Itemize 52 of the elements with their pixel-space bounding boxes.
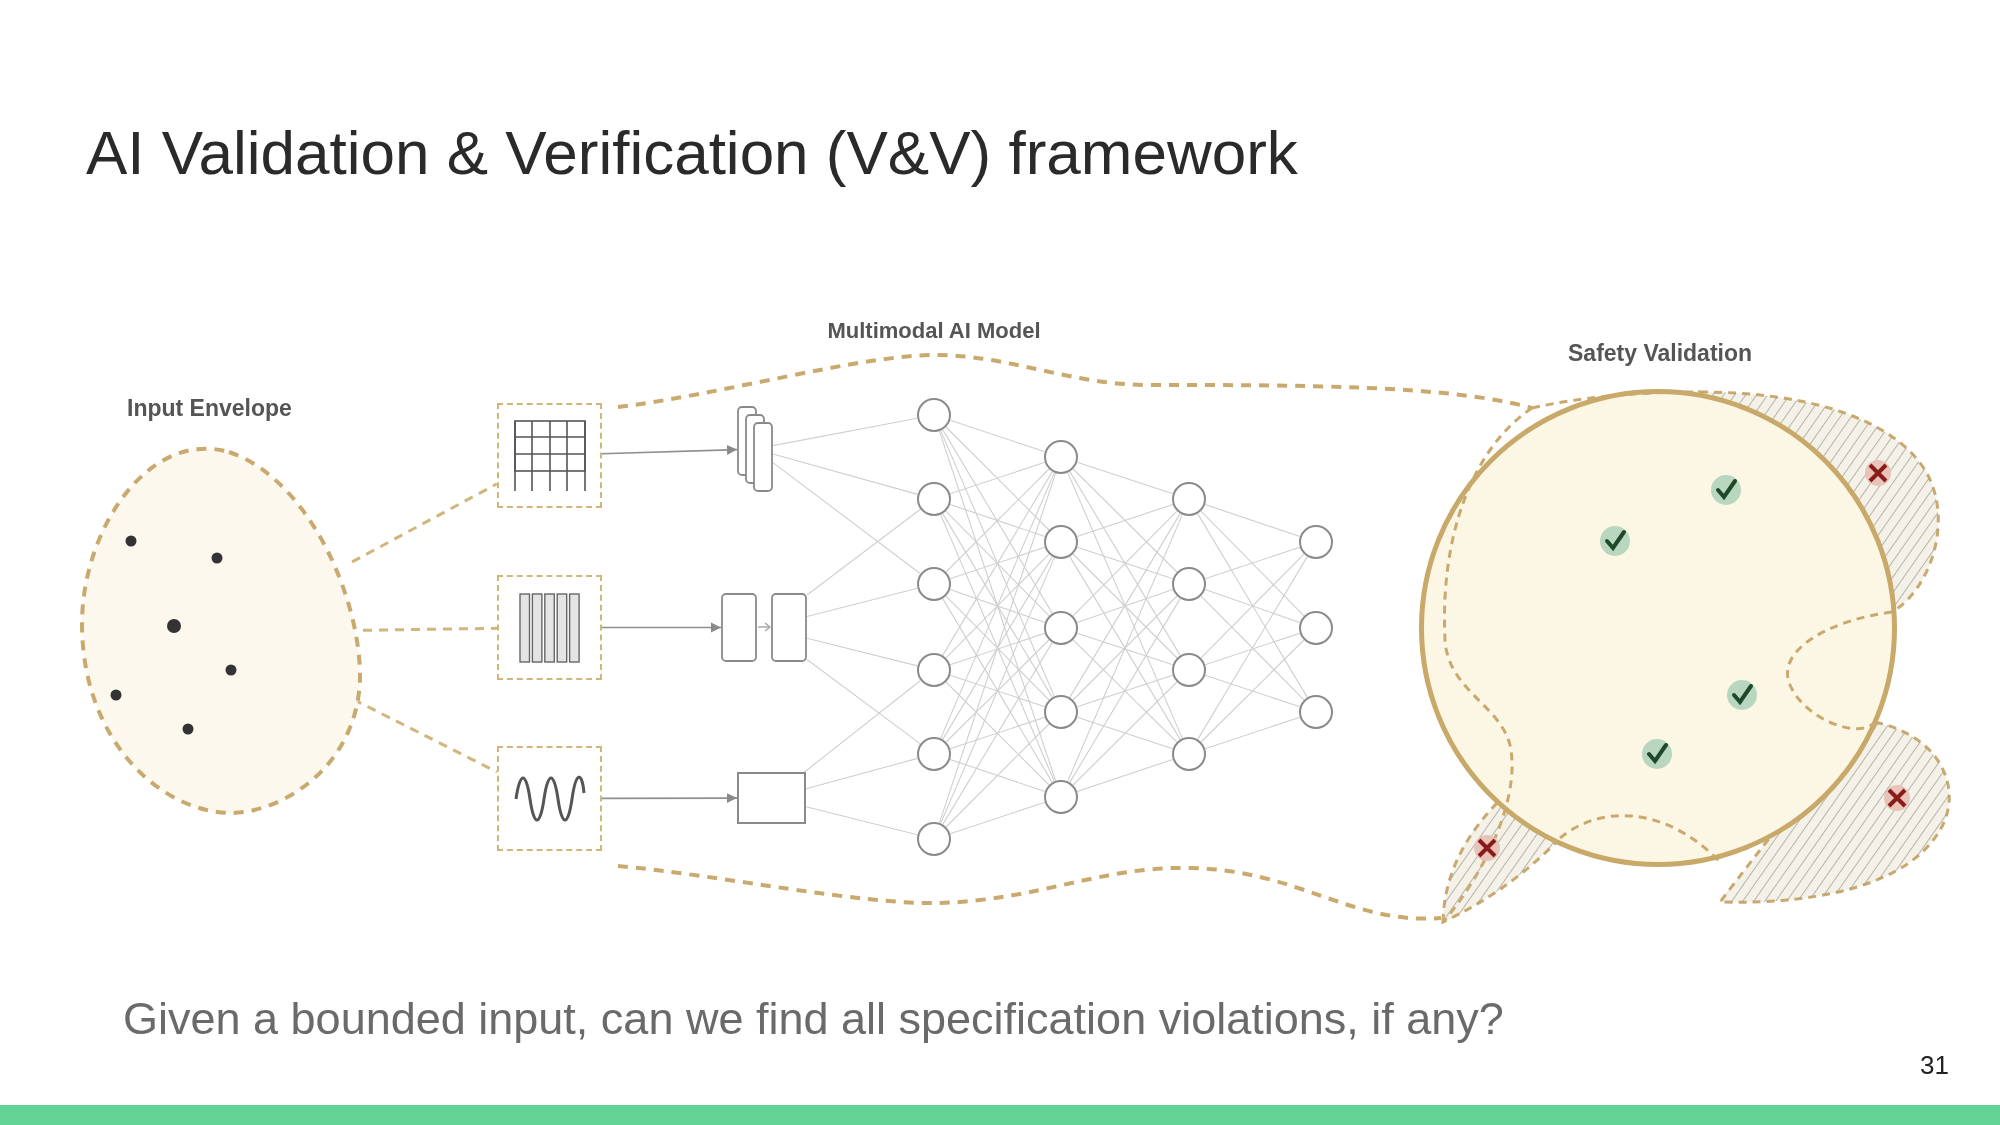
- connection-line: [945, 681, 1050, 786]
- connection-line: [945, 426, 1050, 531]
- connection-line: [806, 658, 921, 745]
- connection-line: [1072, 595, 1178, 701]
- modality-box: [497, 403, 602, 508]
- arrow: [601, 444, 738, 455]
- modality-box: [497, 575, 602, 680]
- connection-line: [1072, 510, 1178, 617]
- connection-line: [806, 508, 921, 596]
- connection-line: [940, 430, 1055, 697]
- arrow: [601, 622, 722, 633]
- connection-line: [1072, 553, 1178, 659]
- connection-line: [945, 723, 1050, 828]
- connection-line: [945, 468, 1050, 573]
- connection-line: [772, 453, 919, 495]
- arrow: [601, 793, 738, 804]
- page-number: 31: [1920, 1049, 1949, 1082]
- connection-line: [945, 639, 1050, 743]
- connection-line: [806, 637, 919, 667]
- connection-line: [806, 587, 919, 618]
- connection-line: [772, 417, 918, 447]
- connection-line: [940, 557, 1055, 824]
- encoder-drawing: [737, 406, 773, 492]
- dashed-connector: [351, 482, 498, 564]
- connection-line: [938, 430, 1057, 782]
- connection-line: [940, 514, 1055, 782]
- region-heading: Safety Validation: [1568, 339, 1753, 368]
- region-heading: Input Envelope: [127, 394, 292, 423]
- connection-line: [805, 757, 919, 790]
- caption: Given a bounded input, can we find all specification violations, if any?: [123, 992, 1504, 1046]
- connection-line: [1072, 639, 1178, 743]
- connection-line: [1200, 510, 1305, 617]
- dashed-connector: [362, 626, 498, 632]
- connection-line: [1072, 468, 1178, 573]
- section-heading: Multimodal AI Model: [826, 317, 1042, 345]
- connection-line: [1067, 472, 1183, 739]
- encoder-drawing: [721, 593, 807, 662]
- connection-line: [803, 679, 922, 773]
- connection-line: [1072, 681, 1178, 786]
- connection-line: [945, 553, 1050, 659]
- connection-line: [1200, 553, 1305, 659]
- connection-line: [1200, 639, 1305, 743]
- connection-line: [772, 462, 921, 575]
- connection-line: [938, 472, 1057, 824]
- encoder-box: [737, 772, 806, 824]
- modality-box: [497, 746, 602, 851]
- connection-line: [945, 595, 1050, 701]
- connection-line: [945, 510, 1050, 617]
- connection-line: [1200, 595, 1305, 701]
- connection-line: [805, 806, 919, 836]
- connection-line: [940, 472, 1055, 739]
- connection-line: [1067, 514, 1183, 782]
